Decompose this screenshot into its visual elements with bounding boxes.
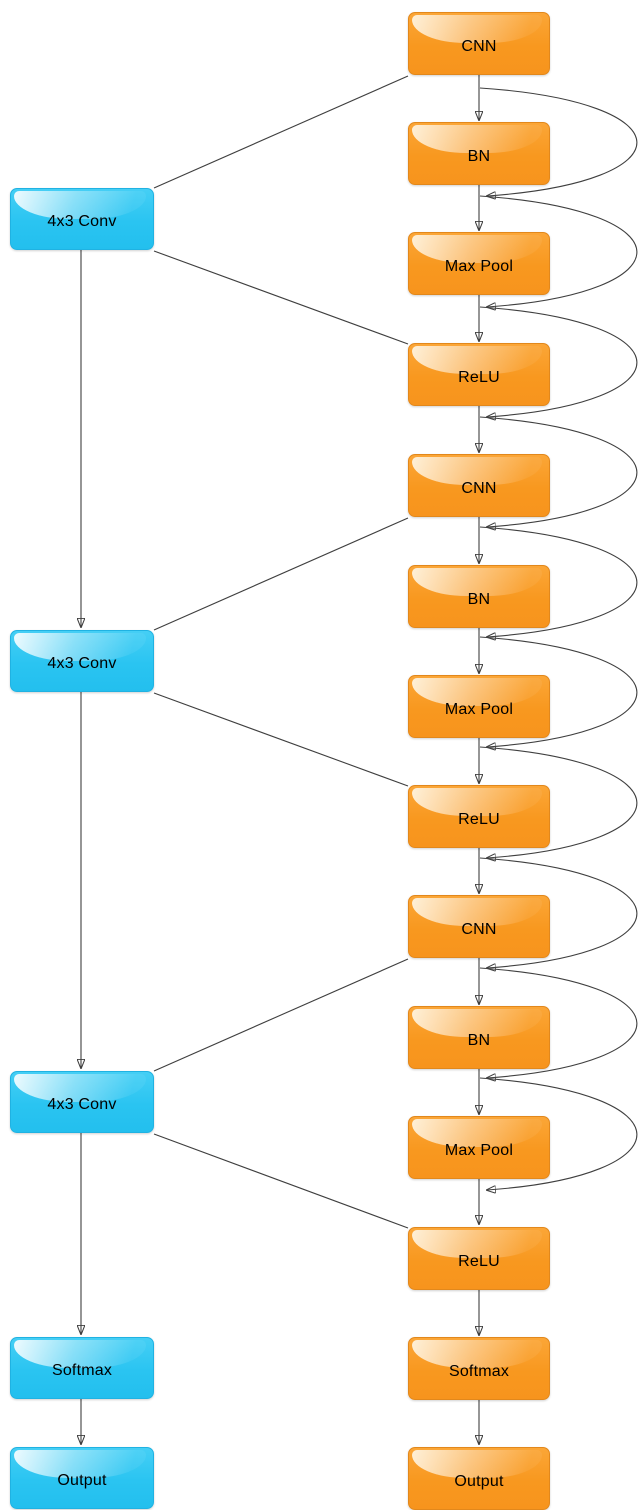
- node-maxpool-3: Max Pool: [408, 1116, 550, 1179]
- node-label: 4x3 Conv: [47, 1096, 117, 1113]
- node-cnn-3: CNN: [408, 895, 550, 958]
- edge-branch: [153, 250, 409, 345]
- edge-skip-arc: [479, 746, 638, 858]
- branch-links: [153, 75, 409, 1229]
- node-conv-1: 4x3 Conv: [10, 188, 154, 250]
- node-label: BN: [467, 590, 491, 608]
- edge-skip-arc: [479, 1077, 638, 1190]
- edge-skip-arc: [479, 416, 638, 527]
- node-label: 4x3 Conv: [47, 655, 117, 672]
- node-label: 4x3 Conv: [47, 213, 117, 230]
- node-label: CNN: [461, 37, 497, 55]
- node-label: ReLU: [458, 810, 500, 828]
- node-label: BN: [467, 1031, 491, 1049]
- node-softmax-right: Softmax: [408, 1337, 550, 1400]
- node-label: Max Pool: [444, 700, 514, 718]
- node-conv-2: 4x3 Conv: [10, 630, 154, 692]
- node-bn-2: BN: [408, 565, 550, 628]
- node-label: BN: [467, 147, 491, 165]
- node-maxpool-1: Max Pool: [408, 232, 550, 295]
- edge-skip-arc: [479, 87, 638, 196]
- edge-skip-arc: [479, 306, 638, 417]
- node-label: Max Pool: [444, 1141, 514, 1159]
- node-label: Softmax: [448, 1362, 510, 1380]
- node-label: ReLU: [458, 1252, 500, 1270]
- skip-arcs: [479, 87, 638, 1190]
- node-output-right: Output: [408, 1447, 550, 1510]
- node-label: Softmax: [51, 1362, 113, 1379]
- node-label: Output: [454, 1472, 504, 1490]
- node-label: Max Pool: [444, 257, 514, 275]
- node-softmax-left: Softmax: [10, 1337, 154, 1399]
- edge-branch: [153, 517, 409, 631]
- node-relu-1: ReLU: [408, 343, 550, 406]
- node-label: Output: [57, 1472, 107, 1489]
- node-label: CNN: [461, 479, 497, 497]
- edge-skip-arc: [479, 967, 638, 1078]
- node-bn-1: BN: [408, 122, 550, 185]
- node-relu-3: ReLU: [408, 1227, 550, 1290]
- node-cnn-2: CNN: [408, 454, 550, 517]
- node-label: ReLU: [458, 368, 500, 386]
- edge-skip-arc: [479, 195, 638, 307]
- edge-skip-arc: [479, 857, 638, 968]
- node-maxpool-2: Max Pool: [408, 675, 550, 738]
- node-relu-2: ReLU: [408, 785, 550, 848]
- edge-branch: [153, 958, 409, 1072]
- node-output-left: Output: [10, 1447, 154, 1509]
- edge-branch: [153, 692, 409, 787]
- node-cnn-1: CNN: [408, 12, 550, 75]
- node-conv-3: 4x3 Conv: [10, 1071, 154, 1133]
- edge-skip-arc: [479, 526, 638, 637]
- node-label: CNN: [461, 920, 497, 938]
- node-bn-3: BN: [408, 1006, 550, 1069]
- edge-branch: [153, 75, 409, 189]
- edge-skip-arc: [479, 636, 638, 747]
- edge-branch: [153, 1133, 409, 1229]
